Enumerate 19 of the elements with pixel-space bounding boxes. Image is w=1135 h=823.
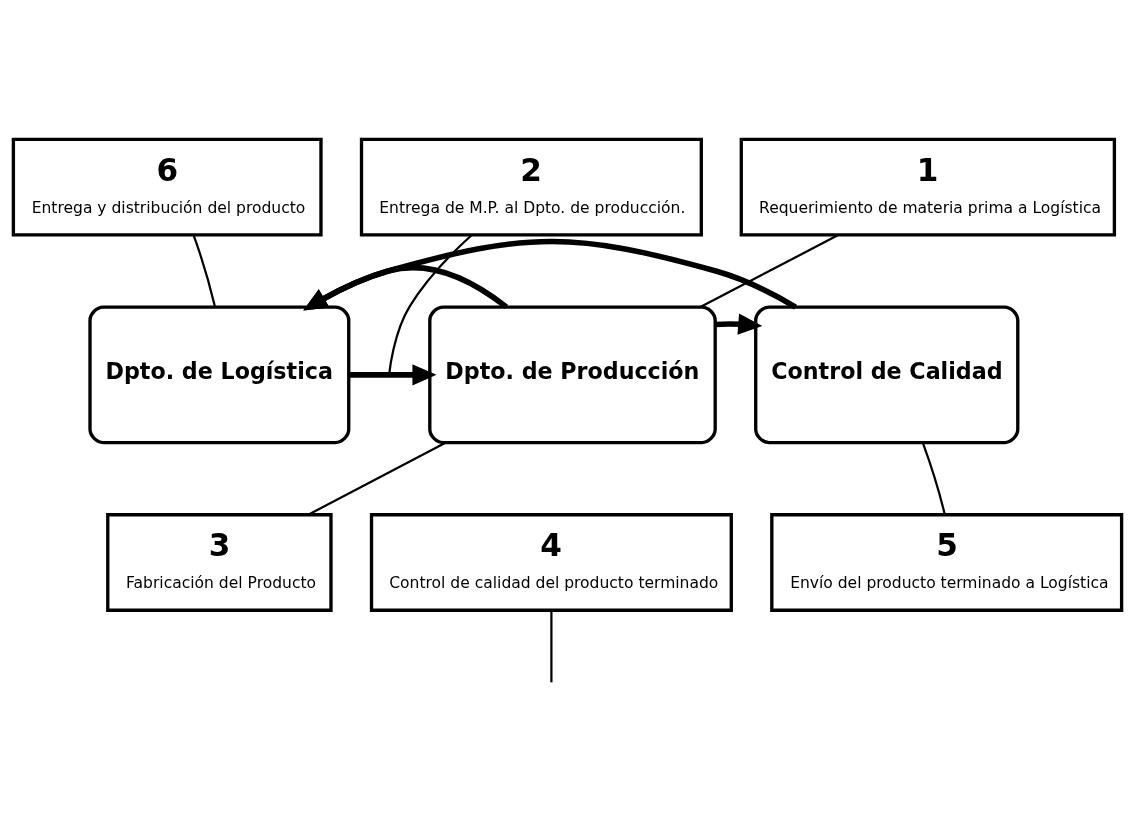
node-box: Dpto. de Producción	[428, 305, 717, 445]
connector	[921, 442, 946, 515]
node-box: 6 Entrega y distribución del producto	[11, 137, 323, 237]
connector	[550, 610, 553, 683]
arrow	[303, 265, 508, 311]
arrow	[348, 364, 437, 386]
node-box: 5 Envío del producto terminado a Logística	[770, 513, 1124, 612]
arrow	[715, 313, 763, 335]
connector	[307, 441, 447, 516]
connector	[699, 234, 839, 308]
node-box: Control de Calidad	[754, 305, 1020, 445]
node-box: 3 Fabricación del Producto	[106, 513, 333, 612]
connector	[192, 234, 217, 308]
connector	[388, 234, 473, 374]
node-box: Dpto. de Logística	[88, 305, 351, 445]
node-box: 1 Requerimiento de materia prima a Logística	[739, 137, 1117, 237]
arrow	[303, 238, 797, 311]
node-box: 2 Entrega de M.P. al Dpto. de producción.	[359, 137, 703, 237]
node-box: 4 Control de calidad del producto terminado	[369, 513, 733, 612]
